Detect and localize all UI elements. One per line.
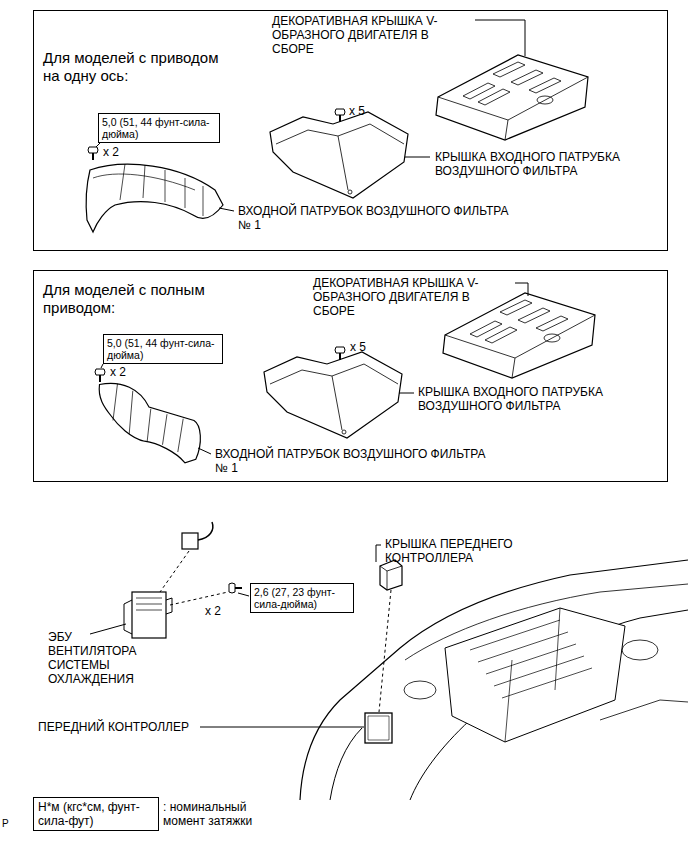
quantity-label: x 2 (110, 365, 140, 379)
part-label: ДЕКОРАТИВНАЯ КРЫШКА V-ОБРАЗНОГО ДВИГАТЕЛ… (313, 276, 513, 318)
box-text: 2,6 (27, 23 фунт-сила-дюйма) (254, 586, 350, 610)
part-label: ВХОДНОЙ ПАТРУБОК ВОЗДУШНОГО ФИЛЬТРА № 1 (238, 204, 518, 232)
panel-heading: Для моделей с приводом на одну ось: (43, 49, 221, 85)
torque-box: 5,0 (51, 44 фунт-сила-дюйма) (103, 334, 223, 364)
figure-code: P (2, 817, 22, 831)
panel-heading: Для моделей с полным приводом: (43, 281, 221, 317)
part-label: КРЫШКА ВХОДНОГО ПАТРУБКА ВОЗДУШНОГО ФИЛЬ… (418, 385, 618, 413)
torque-legend-box: Н*м (кгс*см, фунт-сила-фут) (33, 797, 159, 831)
part-label: ВХОДНОЙ ПАТРУБОК ВОЗДУШНОГО ФИЛЬТРА № 1 (215, 447, 495, 475)
box-text: 5,0 (51, 44 фунт-сила-дюйма) (102, 116, 216, 140)
part-label: ДЕКОРАТИВНАЯ КРЫШКА V-ОБРАЗНОГО ДВИГАТЕЛ… (272, 14, 472, 56)
torque-box: 5,0 (51, 44 фунт-сила-дюйма) (98, 113, 220, 143)
quantity-label: x 2 (205, 604, 235, 618)
quantity-label: x 5 (349, 104, 379, 118)
box-text: Н*м (кгс*см, фунт-сила-фут) (38, 800, 154, 828)
part-label: КРЫШКА ПЕРЕДНЕГО КОНТРОЛЛЕРА (385, 537, 555, 565)
legend-description: : номинальный момент затяжки (163, 800, 278, 828)
quantity-label: x 5 (350, 340, 380, 354)
torque-box: 2,6 (27, 23 фунт-сила-дюйма) (250, 583, 354, 613)
part-label: ЭБУ ВЕНТИЛЯТОРА СИСТЕМЫ ОХЛАЖДЕНИЯ (48, 630, 148, 686)
box-text: 5,0 (51, 44 фунт-сила-дюйма) (107, 337, 219, 361)
quantity-label: x 2 (103, 145, 133, 159)
part-label: ПЕРЕДНИЙ КОНТРОЛЛЕР (38, 720, 203, 734)
part-label: КРЫШКА ВХОДНОГО ПАТРУБКА ВОЗДУШНОГО ФИЛЬ… (435, 150, 635, 178)
